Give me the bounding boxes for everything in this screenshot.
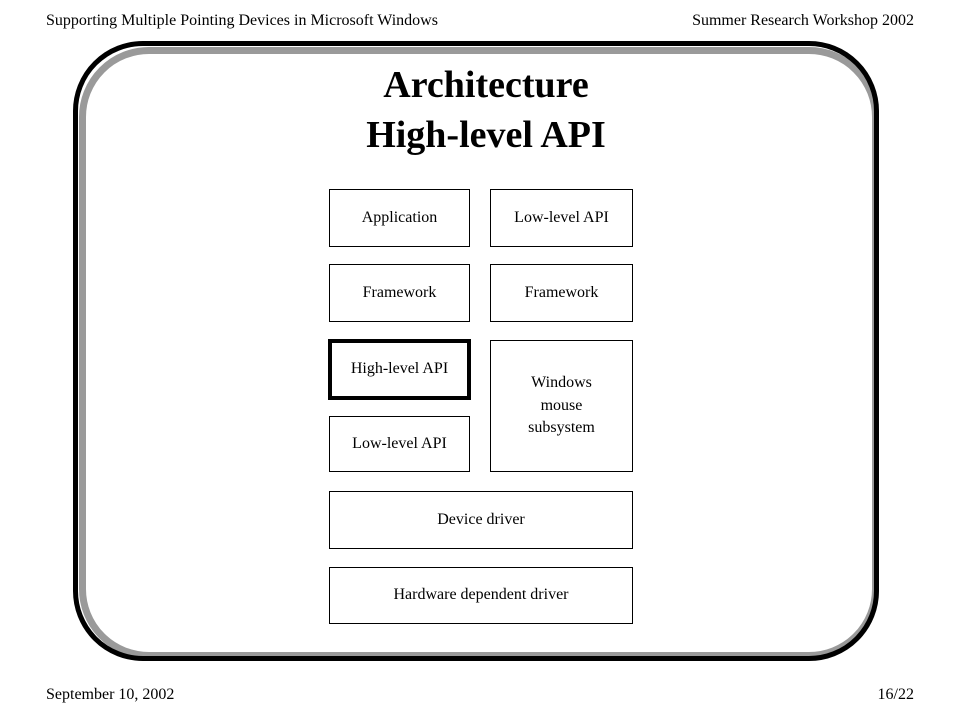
box-framework-left: Framework: [329, 264, 470, 322]
box-high-level-api-highlighted: High-level API: [328, 339, 471, 400]
box-hardware-dependent-driver: Hardware dependent driver: [329, 567, 633, 624]
box-device-driver: Device driver: [329, 491, 633, 549]
box-hardware-dependent-driver-label: Hardware dependent driver: [393, 586, 569, 604]
slide-title: Architecture: [383, 64, 589, 106]
box-subsystem-line: subsystem: [528, 419, 595, 437]
footer-page-number: 16/22: [877, 686, 914, 703]
box-application: Application: [329, 189, 470, 247]
box-windows-line: Windows: [531, 374, 592, 392]
box-framework-right: Framework: [490, 264, 633, 322]
box-framework-right-label: Framework: [524, 283, 599, 301]
box-high-level-api-label: High-level API: [350, 360, 449, 378]
box-device-driver-label: Device driver: [437, 510, 525, 528]
box-mouse-line: mouse: [540, 396, 583, 414]
slide-frame: [73, 41, 879, 661]
box-low-level-api-top: Low-level API: [490, 189, 633, 247]
box-low-level-api-bottom: Low-level API: [329, 416, 470, 472]
header-presentation-title: Supporting Multiple Pointing Devices in …: [46, 12, 438, 29]
slide-subtitle: High-level API: [366, 114, 606, 156]
box-framework-left-label: Framework: [362, 283, 437, 301]
header-event-name: Summer Research Workshop 2002: [692, 12, 914, 29]
footer-date: September 10, 2002: [46, 686, 175, 703]
box-windows-mouse-subsystem: Windows mouse subsystem: [490, 340, 633, 472]
box-application-label: Application: [361, 208, 438, 226]
box-low-level-api-top-label: Low-level API: [514, 208, 609, 226]
box-low-level-api-bottom-label: Low-level API: [352, 434, 447, 452]
